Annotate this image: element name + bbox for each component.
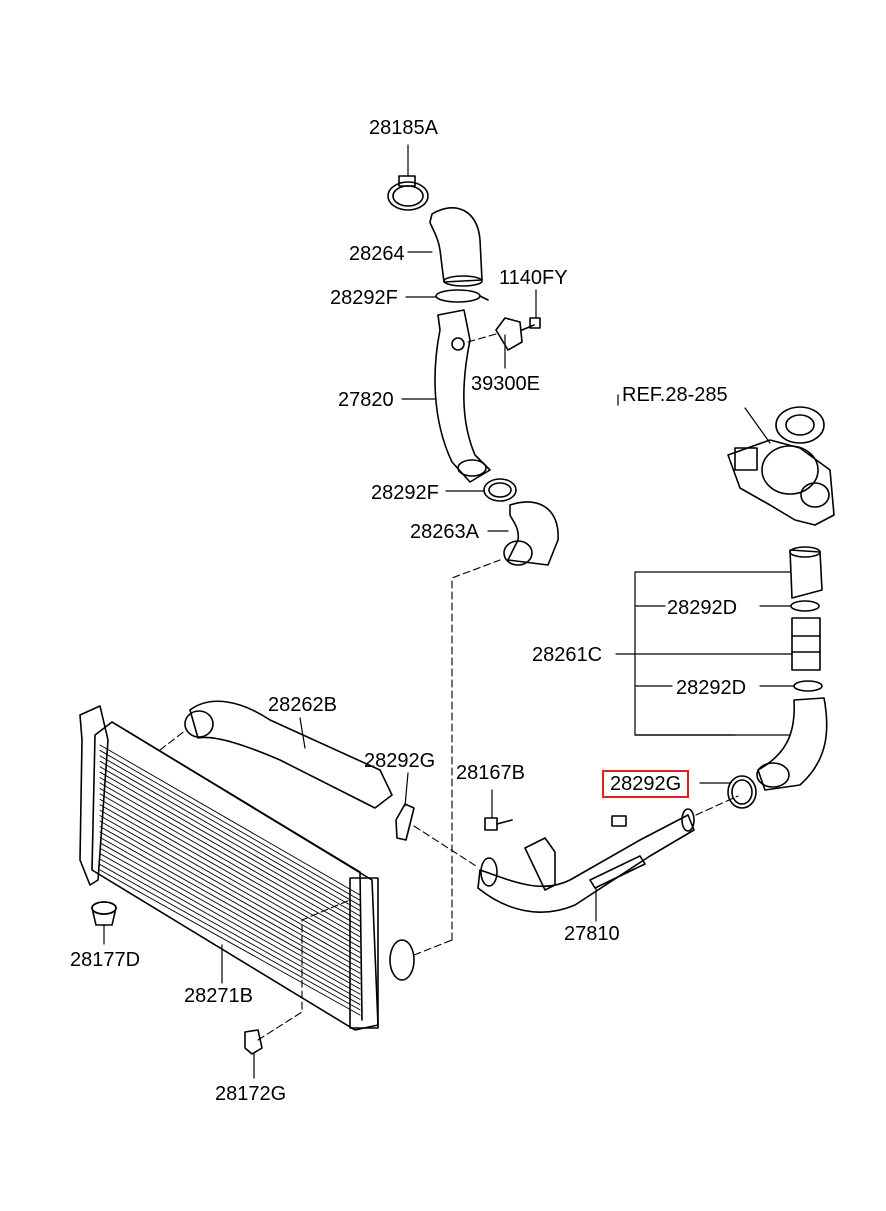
fin-line bbox=[99, 815, 361, 964]
fin-line bbox=[99, 749, 361, 901]
clamp-28292D-top bbox=[790, 600, 820, 612]
fin-line bbox=[99, 755, 361, 906]
fin-line bbox=[99, 788, 361, 938]
bracket-28261C bbox=[615, 571, 795, 736]
hose-28262B bbox=[184, 700, 393, 809]
leader-lines bbox=[103, 144, 771, 1079]
label-28292D-top: 28292D bbox=[667, 597, 738, 619]
label-28292F-top: 28292F bbox=[330, 287, 398, 309]
label-27810: 27810 bbox=[564, 923, 620, 945]
clamp-28292F-bottom bbox=[483, 478, 517, 502]
label-28292G-left: 28292G bbox=[364, 750, 436, 772]
coupler-28261C bbox=[791, 617, 821, 671]
pipe-27810 bbox=[477, 808, 695, 913]
fin-line bbox=[99, 760, 361, 912]
label-28263A: 28263A bbox=[410, 521, 479, 543]
label-1140FY: 1140FY bbox=[499, 267, 568, 289]
turbocharger-ref bbox=[727, 406, 835, 526]
bolt-1140FY bbox=[529, 317, 541, 329]
clamp-28292D-bottom bbox=[793, 680, 823, 692]
label-28185A: 28185A bbox=[369, 117, 438, 139]
bolt-28172G bbox=[244, 1029, 263, 1055]
label-39300E: 39300E bbox=[471, 373, 540, 395]
fin-line bbox=[99, 809, 361, 959]
label-28271B: 28271B bbox=[184, 985, 253, 1007]
label-28167B: 28167B bbox=[456, 762, 525, 784]
clamp-28292G-right bbox=[727, 775, 757, 809]
intercooler-fins bbox=[99, 744, 361, 1016]
label-28292D-bottom: 28292D bbox=[676, 677, 747, 699]
fin-line bbox=[99, 793, 361, 943]
clamp-28292F-top bbox=[435, 289, 489, 303]
fin-line bbox=[99, 804, 361, 953]
pipe-27820 bbox=[434, 309, 491, 483]
hose-lower-right bbox=[756, 697, 828, 791]
grommet-28177D bbox=[91, 901, 117, 926]
bolt-28167B bbox=[484, 817, 513, 831]
fin-line bbox=[99, 831, 361, 979]
fin-line bbox=[99, 836, 361, 985]
fin-line bbox=[99, 842, 361, 990]
fin-line bbox=[99, 869, 361, 1016]
clamp-28185A bbox=[387, 175, 429, 211]
fin-line bbox=[99, 798, 361, 948]
label-28261C: 28261C bbox=[532, 644, 603, 666]
fin-line bbox=[99, 820, 361, 969]
fin-line bbox=[99, 782, 361, 932]
label-28177D: 28177D bbox=[70, 949, 141, 971]
fin-line bbox=[99, 847, 361, 995]
hose-28264 bbox=[429, 206, 483, 287]
fin-line bbox=[99, 853, 361, 1000]
label-ref-28-285: REF.28-285 bbox=[622, 384, 728, 406]
sensor-39300E bbox=[495, 317, 535, 351]
label-28264: 28264 bbox=[349, 243, 405, 265]
fin-line bbox=[99, 777, 361, 927]
dashed-connections bbox=[159, 333, 739, 1041]
fin-line bbox=[99, 744, 361, 896]
fin-line bbox=[99, 858, 361, 1006]
hose-28263A bbox=[503, 501, 559, 566]
label-28292F-bottom: 28292F bbox=[371, 482, 439, 504]
label-27820: 27820 bbox=[338, 389, 394, 411]
label-28262B: 28262B bbox=[268, 694, 337, 716]
label-28292G-highlighted[interactable]: 28292G bbox=[602, 770, 690, 798]
fin-line bbox=[99, 864, 361, 1011]
label-28172G: 28172G bbox=[215, 1083, 287, 1105]
hose-upper-right bbox=[789, 546, 823, 599]
fin-line bbox=[99, 826, 361, 974]
fin-line bbox=[99, 766, 361, 917]
fin-line bbox=[99, 771, 361, 922]
clamp-28292G-left bbox=[395, 803, 415, 841]
